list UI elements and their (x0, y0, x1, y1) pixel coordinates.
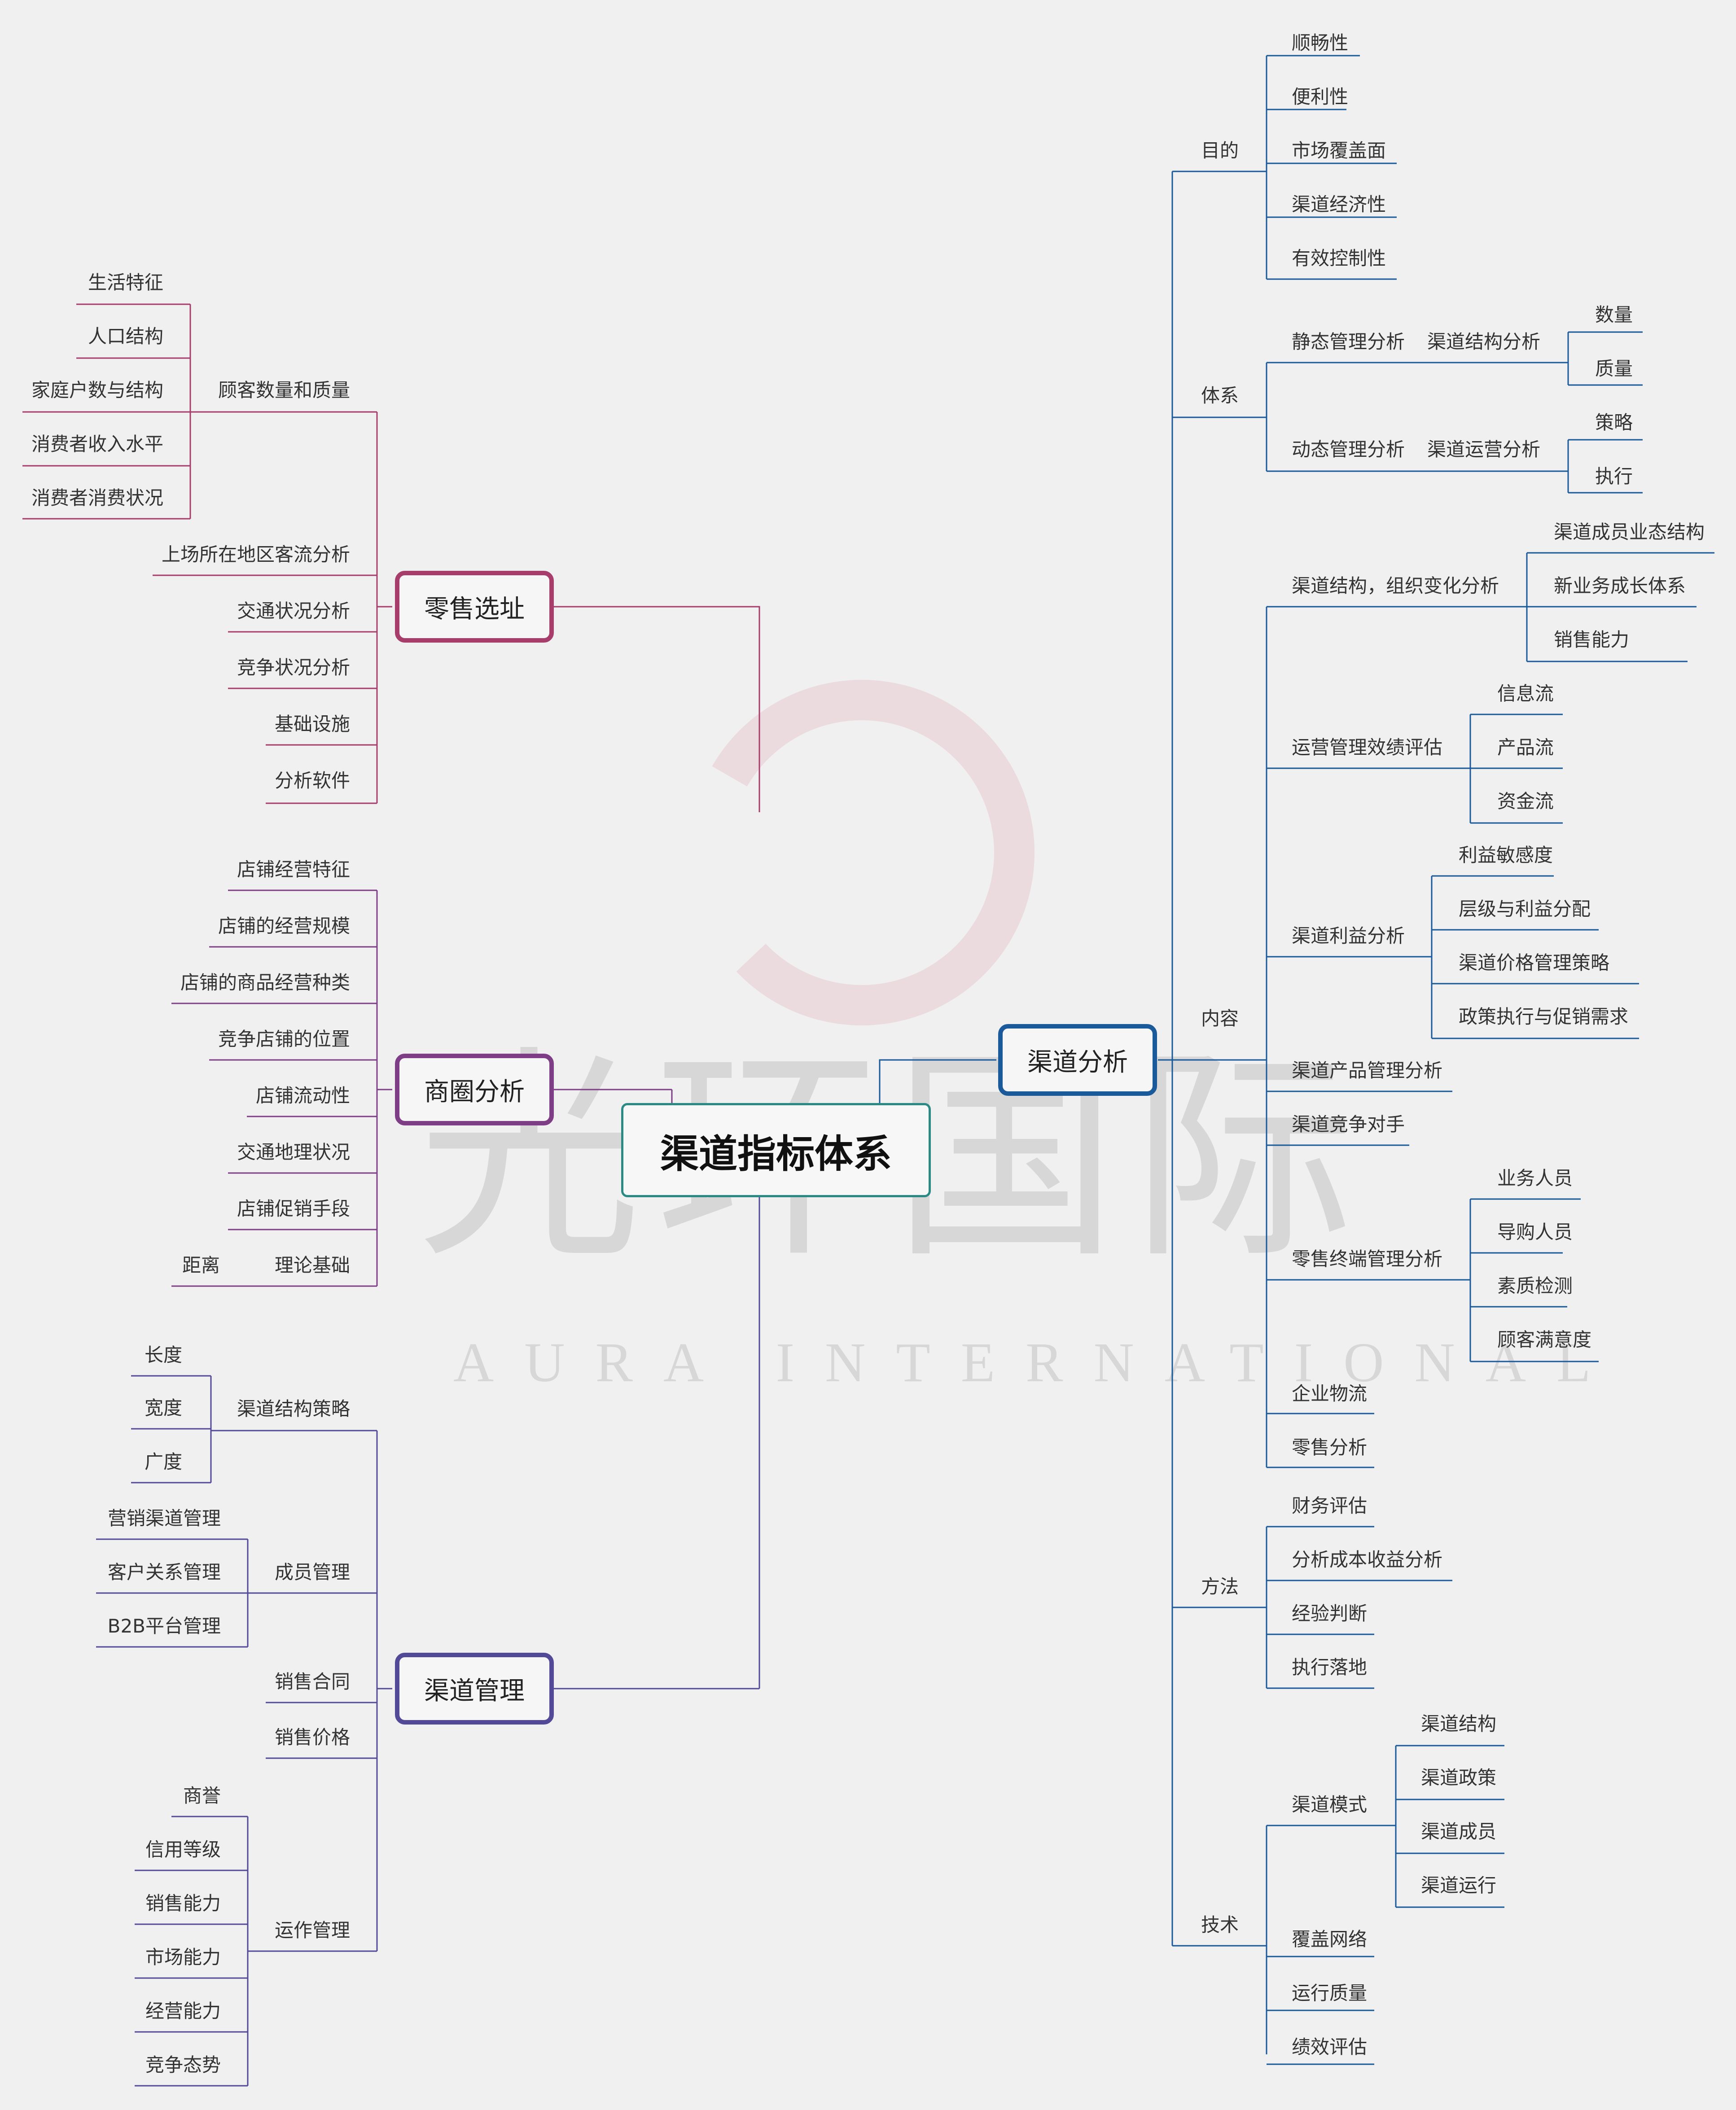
root-node[interactable]: 渠道指标体系 (621, 1103, 931, 1197)
structure-item: 销售能力 (1554, 629, 1630, 651)
customers-label: 顾客数量和质量 (218, 379, 350, 401)
structure-item: 渠道成员业态结构 (1554, 521, 1705, 543)
structure-strategy: 渠道结构策略 (237, 1398, 350, 1420)
channel-management-node[interactable]: 渠道管理 (395, 1653, 554, 1725)
static-sub: 渠道结构分析 (1427, 331, 1541, 353)
customer-item: 人口结构 (88, 325, 163, 347)
retail-item: 分析软件 (274, 770, 350, 792)
trade-item: 理论基础 (274, 1254, 350, 1276)
member-item: B2B平台管理 (107, 1615, 221, 1637)
method-item: 执行落地 (1292, 1656, 1368, 1678)
trade-item: 店铺经营特征 (237, 858, 350, 880)
terminal-item: 素质检测 (1497, 1275, 1573, 1297)
retail-item: 竞争状况分析 (237, 657, 350, 679)
content-label: 内容 (1201, 1007, 1239, 1029)
structure-strategy-item: 长度 (144, 1344, 182, 1366)
member-item: 客户关系管理 (107, 1561, 221, 1583)
sales-contract: 销售合同 (274, 1671, 350, 1693)
mode-item: 渠道成员 (1421, 1821, 1497, 1843)
member-item: 营销渠道管理 (107, 1507, 221, 1529)
customer-item: 消费者收入水平 (31, 433, 163, 455)
terminal-analysis: 零售终端管理分析 (1292, 1248, 1443, 1270)
tech-label: 技术 (1201, 1914, 1239, 1936)
profit-item: 层级与利益分配 (1459, 898, 1591, 920)
trade-item: 店铺的商品经营种类 (180, 972, 350, 994)
product-analysis: 渠道产品管理分析 (1292, 1059, 1443, 1081)
terminal-item: 顾客满意度 (1497, 1329, 1592, 1351)
operation-item: 销售能力 (145, 1892, 221, 1914)
structure-strategy-item: 广度 (144, 1451, 182, 1473)
ops-item: 产品流 (1497, 736, 1554, 758)
structure-item: 新业务成长体系 (1554, 575, 1686, 597)
purpose-item: 有效控制性 (1292, 247, 1386, 269)
dynamic-analysis: 动态管理分析 (1292, 438, 1405, 460)
ops-item: 信息流 (1497, 683, 1554, 705)
profit-item: 渠道价格管理策略 (1459, 952, 1610, 974)
method-item: 经验判断 (1292, 1602, 1368, 1624)
operation-management: 运作管理 (274, 1919, 350, 1941)
trade-item: 交通地理状况 (237, 1141, 350, 1163)
customer-item: 消费者消费状况 (31, 487, 163, 509)
purpose-label: 目的 (1201, 140, 1239, 162)
customer-item: 生活特征 (88, 271, 163, 293)
method-item: 分析成本收益分析 (1292, 1549, 1443, 1571)
operation-item: 市场能力 (145, 1946, 221, 1968)
mode-item: 渠道运行 (1421, 1874, 1497, 1896)
structure-strategy-item: 宽度 (144, 1397, 182, 1419)
competitor: 渠道竞争对手 (1292, 1113, 1405, 1135)
dynamic-item: 执行 (1595, 465, 1633, 487)
member-management: 成员管理 (274, 1561, 350, 1583)
dynamic-sub: 渠道运营分析 (1427, 438, 1541, 460)
terminal-item: 业务人员 (1497, 1167, 1573, 1189)
purpose-item: 顺畅性 (1292, 32, 1349, 54)
mode-item: 渠道政策 (1421, 1767, 1497, 1789)
static-analysis: 静态管理分析 (1292, 331, 1405, 353)
ops-item: 资金流 (1497, 790, 1554, 812)
channel-analysis-node[interactable]: 渠道分析 (998, 1024, 1157, 1096)
static-item: 质量 (1595, 358, 1633, 380)
profit-analysis: 渠道利益分析 (1292, 925, 1405, 947)
dynamic-item: 策略 (1595, 411, 1633, 433)
trade-area-node[interactable]: 商圈分析 (395, 1054, 554, 1125)
system-label: 体系 (1201, 385, 1239, 407)
sales-price: 销售价格 (274, 1726, 350, 1748)
structure-analysis: 渠道结构，组织变化分析 (1292, 575, 1499, 597)
mode-item: 渠道结构 (1421, 1713, 1497, 1735)
purpose-item: 便利性 (1292, 86, 1349, 108)
operation-item: 信用等级 (145, 1839, 221, 1860)
retail-item: 交通状况分析 (237, 600, 350, 622)
theory-sub: 距离 (182, 1254, 220, 1276)
method-item: 财务评估 (1292, 1495, 1368, 1517)
retail-location-node[interactable]: 零售选址 (395, 571, 554, 643)
method-label: 方法 (1201, 1576, 1239, 1598)
trade-item: 竞争店铺的位置 (218, 1028, 350, 1050)
ops-evaluation: 运营管理效绩评估 (1292, 736, 1443, 758)
channel-mode: 渠道模式 (1292, 1794, 1368, 1816)
static-item: 数量 (1595, 304, 1633, 326)
logistics: 企业物流 (1292, 1383, 1368, 1405)
purpose-item: 市场覆盖面 (1292, 140, 1386, 162)
tech-item: 绩效评估 (1292, 2036, 1368, 2058)
trade-item: 店铺流动性 (255, 1085, 350, 1107)
trade-item: 店铺的经营规模 (218, 915, 350, 937)
retail-item: 上场所在地区客流分析 (161, 543, 350, 565)
tech-item: 覆盖网络 (1292, 1928, 1368, 1950)
watermark-en: AURA INTERNATIONAL (453, 1332, 1622, 1394)
trade-item: 店铺促销手段 (237, 1198, 350, 1220)
profit-item: 利益敏感度 (1459, 844, 1553, 866)
operation-item: 经营能力 (145, 2000, 221, 2022)
profit-item: 政策执行与促销需求 (1459, 1006, 1629, 1028)
terminal-item: 导购人员 (1497, 1221, 1573, 1243)
customer-item: 家庭户数与结构 (31, 379, 163, 401)
tech-item: 运行质量 (1292, 1982, 1368, 2004)
operation-item: 竞争态势 (145, 2054, 221, 2076)
purpose-item: 渠道经济性 (1292, 193, 1386, 215)
retail-analysis: 零售分析 (1292, 1436, 1368, 1458)
retail-item: 基础设施 (274, 713, 350, 735)
operation-item: 商誉 (183, 1785, 221, 1807)
